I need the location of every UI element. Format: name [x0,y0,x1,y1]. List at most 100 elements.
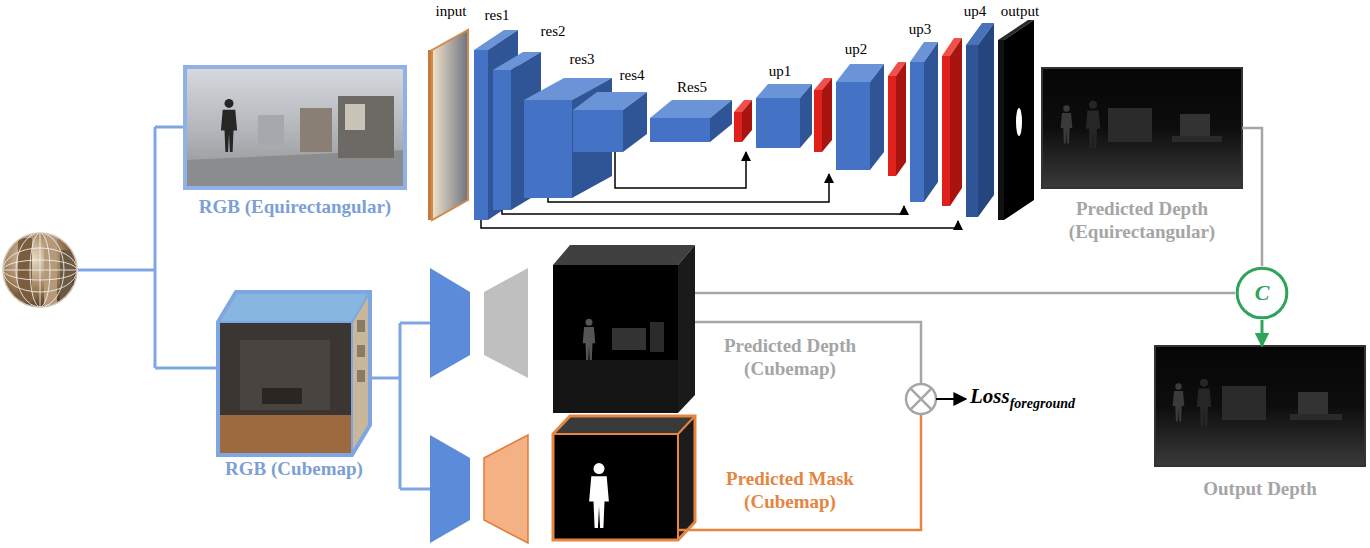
depth-encoder [430,268,470,378]
input-wire [78,269,155,272]
decoder-block [822,78,832,152]
output-depth [1197,379,1211,426]
decoder-block [910,62,924,202]
caption: Predicted Depth (Equirectangular) [1054,198,1230,244]
panorama-sphere [40,233,41,307]
decoder-block [924,42,938,202]
loss-wire [695,322,921,384]
encoder-block [573,110,623,152]
mask-cubemap [553,416,695,540]
rgb-cubemap [357,320,365,332]
decoder-block [836,82,870,170]
decoder-block [742,100,752,142]
depth-decoder [484,268,528,378]
decoder-block [942,56,950,206]
skip-connection [548,174,829,202]
output-depth [1290,414,1342,420]
depth-cubemap [553,245,695,265]
mask-cubemap [678,416,695,540]
network-panel: inputres1res2res3res4Res5up1up2up3up4out… [425,0,1040,240]
depth-panorama [1108,108,1152,142]
decoder-block [756,98,800,148]
mask-cubemap [589,463,609,528]
image-panel: RGB (Equirectangular) [185,67,405,188]
output-depth [1222,386,1266,420]
mask-cubemap [553,416,695,540]
loss-wire [678,322,921,530]
caption: Predicted Mask (Cubemap) [705,468,875,514]
depth-panorama [1061,105,1073,143]
depth-cubemap [612,328,646,350]
depth-cubemap [678,245,695,413]
decoder-block [950,38,962,206]
decoder-block [1016,108,1022,136]
decoder-block [1004,20,1034,220]
panorama-sphere [44,232,57,306]
decoder-block [978,23,994,217]
encoder-block [474,50,488,220]
panorama-sphere [3,233,77,307]
unet-network [428,20,1034,228]
caption: RGB (Cubemap) [188,458,400,481]
rgb-cubemap [357,345,365,357]
output-depth [1173,383,1185,421]
loss-label: Lossforeground [970,384,1075,412]
cubemap-wire [399,323,402,489]
skip-connection [502,206,904,214]
skip-connection [615,152,746,188]
panorama-sphere [3,233,77,307]
output-depth [1155,346,1365,466]
mask-encoder [430,435,470,543]
rgb-panorama [300,108,332,152]
loss-arrow [936,399,966,400]
connector [695,292,1235,295]
cubemap-wire [370,377,400,380]
rgb-cubemap [218,292,370,322]
rgb-cubemap [218,292,370,455]
operator-symbol: C [1235,266,1289,320]
connector [1261,320,1264,346]
layer-label: res2 [521,22,585,40]
cube-panel: Predicted Depth (Cubemap) [553,243,695,413]
encoder-block [710,100,732,142]
loss-arrow [936,398,966,400]
layer-label: up1 [748,62,812,80]
input-wire [154,127,157,368]
depth-panorama [1042,68,1242,188]
layer-label: res3 [550,50,614,68]
output-depth [1298,392,1328,416]
decoder-block [734,112,742,142]
encoder-block [650,118,710,142]
rgb-panorama [185,67,405,188]
layer-label: up3 [888,20,952,38]
rgb-panorama [338,96,394,158]
rgb-cubemap [218,292,370,455]
panorama-sphere [3,232,77,307]
decoder-block [896,62,906,176]
mask-cubemap [553,416,695,540]
rgb-panorama [185,67,405,188]
panorama-sphere [3,232,77,307]
decoder-block [870,64,884,170]
multiply-symbol [910,388,931,409]
decoder-block [888,76,896,176]
layer-label: up2 [824,40,888,58]
loss-wire [678,414,921,530]
layer-label: Res5 [660,78,724,96]
unet-network [432,30,468,220]
connector [1242,128,1262,266]
caption: RGB (Equirectangular) [165,196,425,219]
layer-label: res4 [600,66,664,84]
mask-encoder [430,435,470,543]
mask-cubemap [553,434,678,540]
depth-panorama [1180,114,1210,138]
loss-subscript: foreground [1010,396,1075,411]
layer-label: res1 [465,6,529,24]
output-depth [1155,346,1365,466]
decoder-block [800,84,812,148]
rgb-panorama [221,99,237,152]
depth-cubemap [553,265,678,413]
decoder-block [998,40,1004,220]
